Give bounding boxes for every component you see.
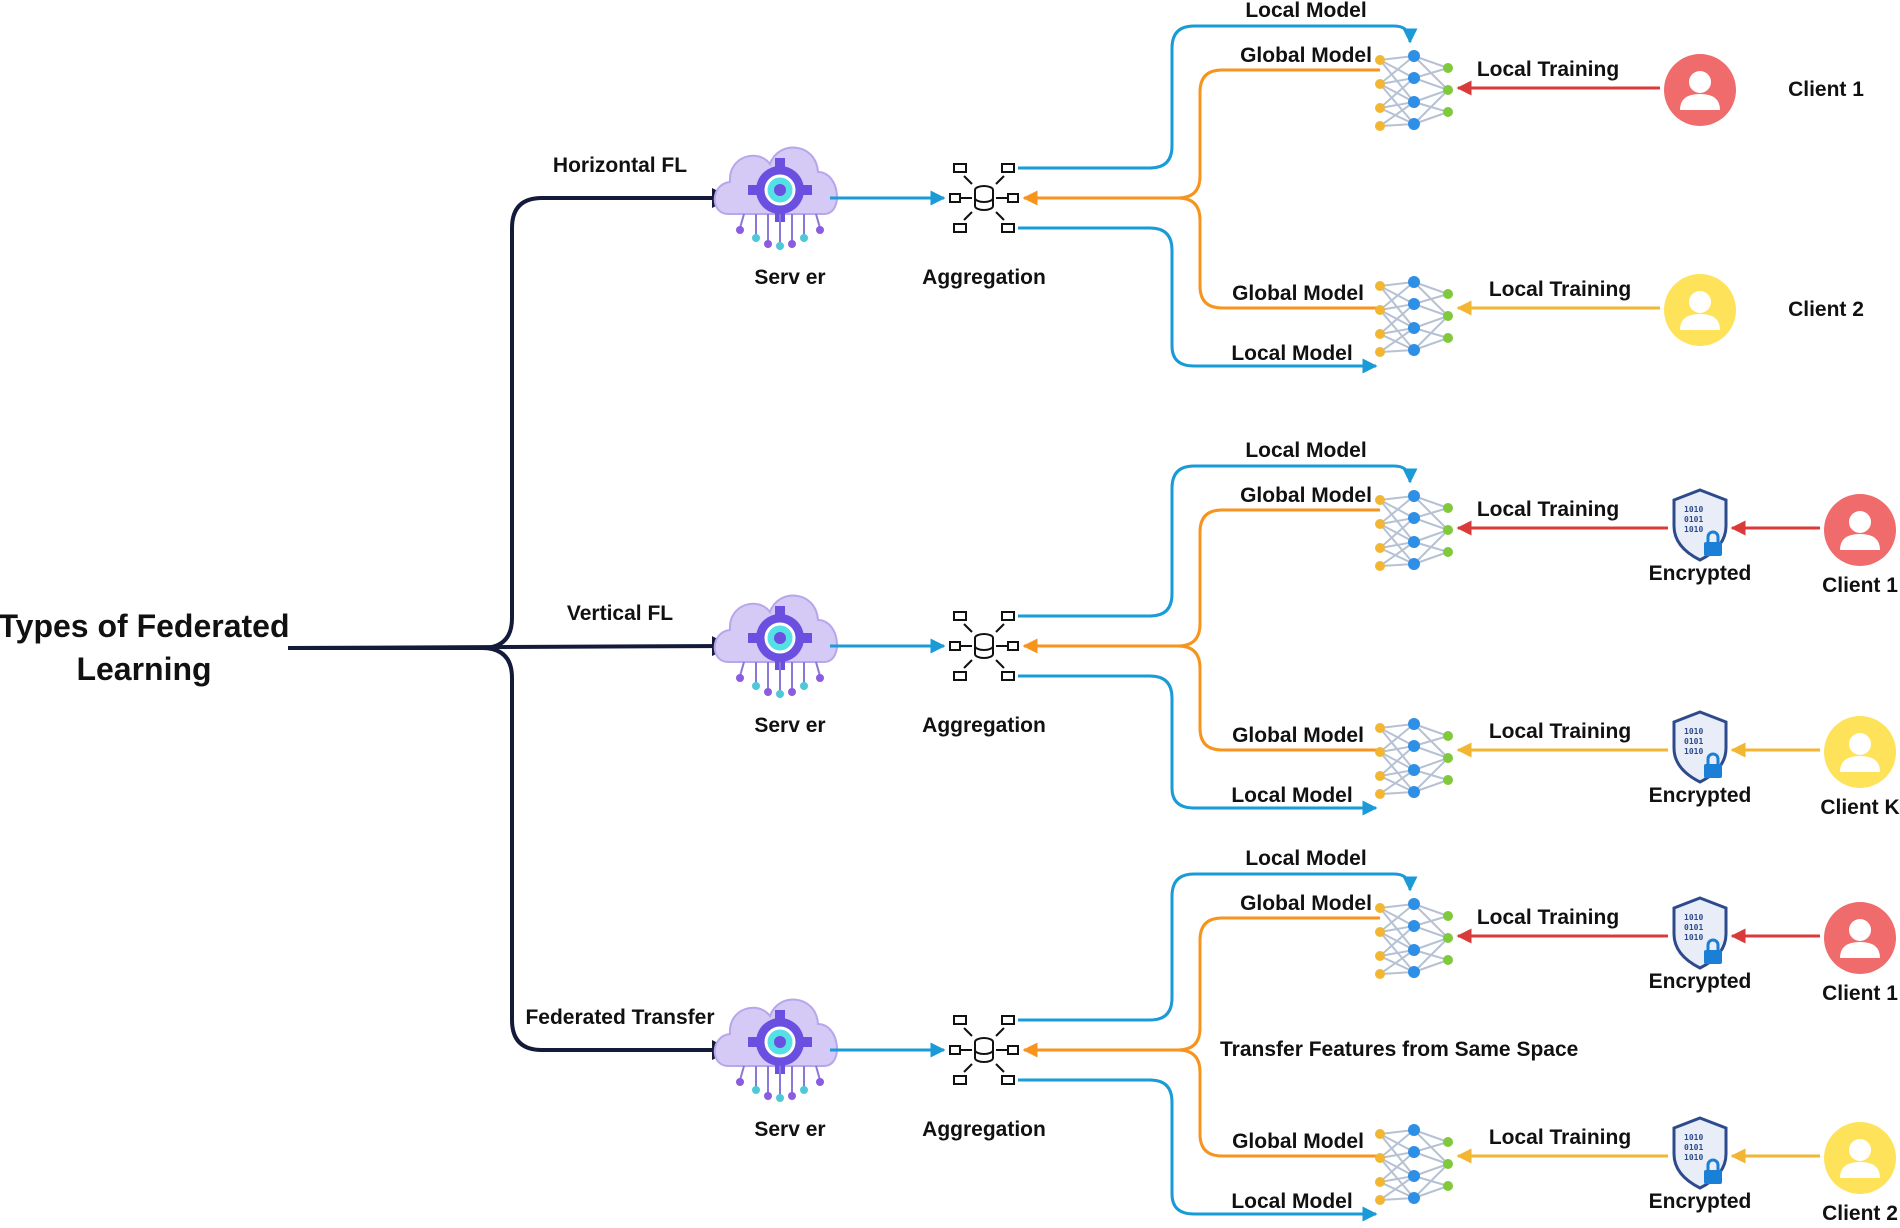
diagram-title-line2: Learning <box>76 651 211 687</box>
client-name-label: Client 2 <box>1822 1202 1898 1225</box>
trunk-to-horizontal <box>288 188 732 650</box>
local-model-line-bottom <box>1018 674 1378 816</box>
client-name-label: Client 2 <box>1788 298 1864 321</box>
global-model-label: Global Model <box>1240 44 1372 67</box>
aggregation-icon <box>949 611 1019 681</box>
global-model-line-top <box>1022 68 1380 206</box>
local-training-label: Local Training <box>1477 906 1619 929</box>
global-model-label: Global Model <box>1232 1130 1364 1153</box>
trunk-to-transfer <box>481 646 732 1060</box>
local-training-label: Local Training <box>1477 58 1619 81</box>
user-avatar-icon <box>1824 716 1896 788</box>
encrypted-label: Encrypted <box>1649 784 1752 807</box>
branch-type-label: Horizontal FL <box>553 154 687 177</box>
local-model-line-top <box>1018 24 1418 170</box>
shield-lock-icon <box>1672 896 1728 970</box>
user-avatar-icon <box>1664 274 1736 346</box>
encrypted-label: Encrypted <box>1649 1190 1752 1213</box>
local-model-line-top <box>1018 464 1418 618</box>
shield-lock-icon <box>1672 1116 1728 1190</box>
encrypted-label: Encrypted <box>1649 970 1752 993</box>
trunk-to-vertical <box>287 636 732 657</box>
local-training-label: Local Training <box>1477 498 1619 521</box>
neural-network-icon <box>1374 49 1454 132</box>
global-model-line-bottom <box>1177 1048 1380 1158</box>
diagram-title-line1: Types of Federated <box>0 608 290 644</box>
global-model-label: Global Model <box>1232 724 1364 747</box>
user-avatar-icon <box>1824 1122 1896 1194</box>
local-model-label: Local Model <box>1231 784 1352 807</box>
local-model-label: Local Model <box>1245 847 1366 870</box>
neural-network-icon <box>1374 489 1454 572</box>
local-training-label: Local Training <box>1489 720 1631 743</box>
aggregation-label: Aggregation <box>922 714 1046 737</box>
aggregation-label: Aggregation <box>922 1118 1046 1141</box>
global-model-label: Global Model <box>1232 282 1364 305</box>
neural-network-icon <box>1374 1123 1454 1206</box>
transfer-features-label: Transfer Features from Same Space <box>1220 1038 1578 1061</box>
neural-network-icon <box>1374 275 1454 358</box>
aggregation-icon <box>949 1015 1019 1085</box>
global-model-line-bottom <box>1177 644 1380 752</box>
local-model-line-bottom <box>1018 1078 1378 1222</box>
cloud-server-icon <box>713 594 839 700</box>
shield-lock-icon <box>1672 710 1728 784</box>
local-model-line-top <box>1018 872 1418 1022</box>
local-model-label: Local Model <box>1245 0 1366 22</box>
branch-type-label: Federated Transfer <box>525 1006 714 1029</box>
neural-network-icon <box>1374 717 1454 800</box>
client-name-label: Client 1 <box>1788 78 1864 101</box>
client-name-label: Client 1 <box>1822 574 1898 597</box>
branch-type-label: Vertical FL <box>567 602 673 625</box>
client-name-label: Client K <box>1820 796 1899 819</box>
neural-network-icon <box>1374 897 1454 980</box>
aggregation-icon <box>949 163 1019 233</box>
encrypted-label: Encrypted <box>1649 562 1752 585</box>
shield-lock-icon <box>1672 488 1728 562</box>
local-model-line-bottom <box>1018 226 1378 374</box>
global-model-label: Global Model <box>1240 484 1372 507</box>
global-model-line-top <box>1022 916 1380 1058</box>
server-label: Serv er <box>754 1118 825 1141</box>
local-training-label: Local Training <box>1489 278 1631 301</box>
user-avatar-icon <box>1664 54 1736 126</box>
client-name-label: Client 1 <box>1822 982 1898 1005</box>
local-model-label: Local Model <box>1245 439 1366 462</box>
global-model-line-top <box>1022 508 1380 654</box>
aggregation-label: Aggregation <box>922 266 1046 289</box>
cloud-server-icon <box>713 146 839 252</box>
local-training-label: Local Training <box>1489 1126 1631 1149</box>
global-model-label: Global Model <box>1240 892 1372 915</box>
cloud-server-icon <box>713 998 839 1104</box>
server-label: Serv er <box>754 714 825 737</box>
global-model-line-bottom <box>1177 196 1380 310</box>
user-avatar-icon <box>1824 494 1896 566</box>
server-label: Serv er <box>754 266 825 289</box>
local-model-label: Local Model <box>1231 1190 1352 1213</box>
user-avatar-icon <box>1824 902 1896 974</box>
local-model-label: Local Model <box>1231 342 1352 365</box>
